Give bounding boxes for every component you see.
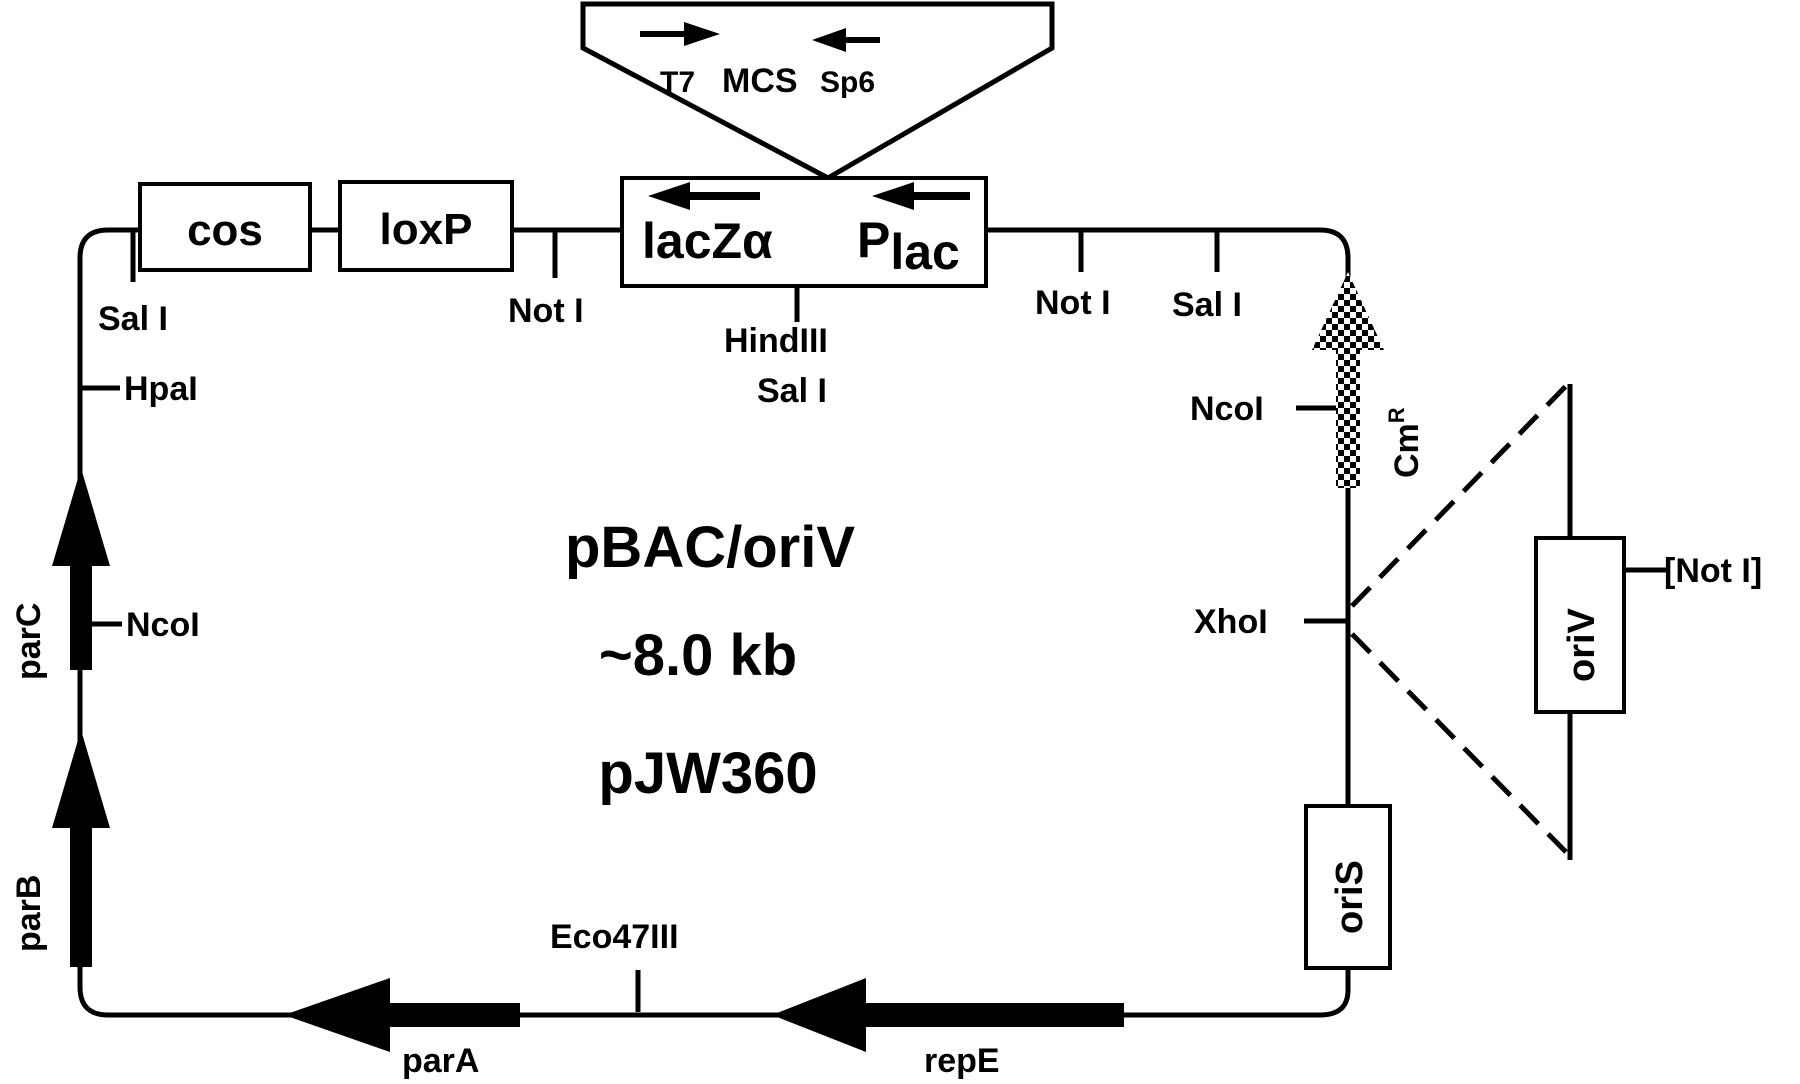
oris-label: oriS: [1329, 860, 1371, 934]
lacz-label: lacZα: [642, 213, 773, 269]
site-sal1-mid: Sal I: [757, 372, 827, 410]
parc-gene: parC: [10, 468, 110, 680]
site-not1-b: Not I: [1035, 284, 1111, 322]
site-sal1-left: Sal I: [98, 300, 168, 338]
cmr-gene: CmR: [1312, 272, 1426, 488]
cmr-arrow-icon: [1312, 272, 1384, 350]
sp6-arrow-icon: [812, 28, 846, 52]
repe-arrow-icon: [772, 978, 866, 1052]
t7-label: T7: [660, 66, 695, 99]
site-hind3: HindIII: [724, 322, 828, 360]
repe-label: repE: [924, 1042, 1000, 1080]
site-sal1-right: Sal I: [1172, 286, 1242, 324]
parc-arrow-icon: [52, 468, 110, 566]
parc-label: parC: [10, 603, 48, 680]
plasmid-title-block: pBAC/oriV ~8.0 kb pJW360: [565, 515, 855, 806]
para-label: parA: [402, 1042, 479, 1080]
cos-feature: cos: [138, 182, 312, 272]
oriv-callout: oriV [Not I]: [1350, 384, 1762, 860]
site-not1-bracket: [Not I]: [1664, 552, 1762, 590]
parb-label: parB: [10, 875, 48, 952]
para-gene: parA: [284, 978, 520, 1080]
site-nco1-left: NcoI: [126, 606, 200, 644]
loxp-feature: loxP: [338, 180, 514, 272]
plac-label: Plac: [857, 212, 960, 280]
site-xho1: XhoI: [1194, 603, 1268, 641]
sp6-label: Sp6: [820, 66, 875, 99]
plasmid-alt-name: pJW360: [598, 741, 817, 806]
repe-gene: repE: [772, 978, 1124, 1080]
parb-gene: parB: [10, 730, 110, 967]
loxp-label: loxP: [380, 205, 473, 254]
plasmid-name: pBAC/oriV: [565, 515, 855, 580]
oris-feature: oriS: [1304, 804, 1392, 970]
sites-top: Sal I Not I HindIII Sal I Not I Sal I: [98, 230, 1242, 410]
site-nco1-right: NcoI: [1190, 390, 1264, 428]
mcs-label: MCS: [722, 62, 798, 100]
site-not1-a: Not I: [508, 292, 584, 330]
site-eco47-group: Eco47III: [550, 918, 679, 1012]
para-arrow-icon: [284, 978, 390, 1052]
site-hpa1: HpaI: [124, 370, 198, 408]
mcs-callout: T7 MCS Sp6: [580, 1, 1055, 181]
lacz-plac-feature: lacZα Plac: [620, 176, 988, 288]
cos-label: cos: [187, 206, 263, 255]
sites-right: NcoI XhoI: [1190, 390, 1348, 641]
plasmid-size: ~8.0 kb: [599, 623, 797, 688]
site-eco47: Eco47III: [550, 918, 679, 956]
t7-arrow-icon: [684, 22, 720, 46]
oriv-label: oriV: [1561, 607, 1603, 682]
parb-arrow-icon: [52, 730, 110, 828]
cmr-label: CmR: [1384, 407, 1426, 478]
sites-left: HpaI NcoI: [80, 370, 200, 644]
plasmid-backbone: [77, 227, 1351, 1018]
